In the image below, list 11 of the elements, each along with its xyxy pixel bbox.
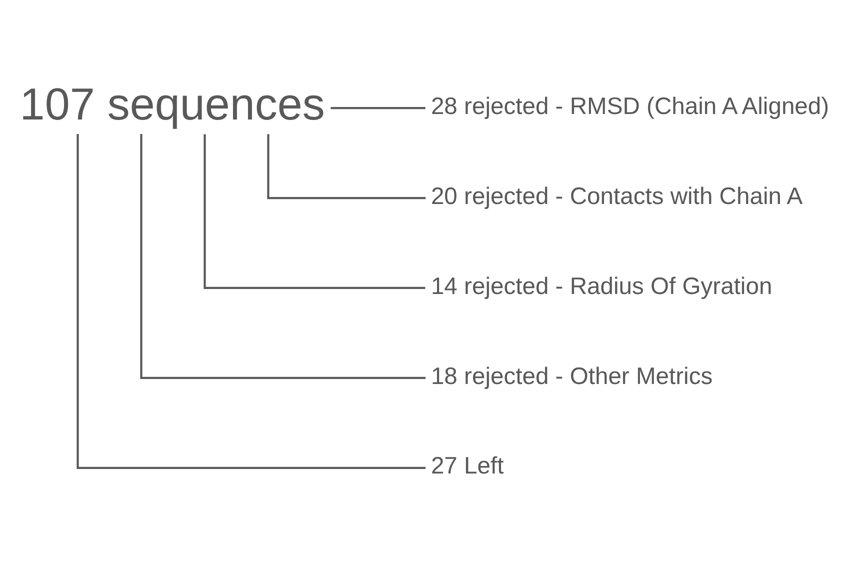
node-text: 28 rejected - RMSD (Chain A Aligned) bbox=[430, 92, 830, 120]
connector bbox=[140, 134, 426, 379]
node-text: 20 rejected - Contacts with Chain A bbox=[430, 182, 803, 210]
connector bbox=[330, 107, 426, 110]
node-text: 14 rejected - Radius Of Gyration bbox=[430, 272, 772, 300]
connector bbox=[76, 134, 426, 469]
node-text: 18 rejected - Other Metrics bbox=[430, 362, 713, 390]
node-text: 107 sequences bbox=[20, 78, 325, 130]
node-text: 27 Left bbox=[430, 452, 504, 480]
connector bbox=[267, 134, 426, 200]
connector bbox=[204, 134, 426, 290]
